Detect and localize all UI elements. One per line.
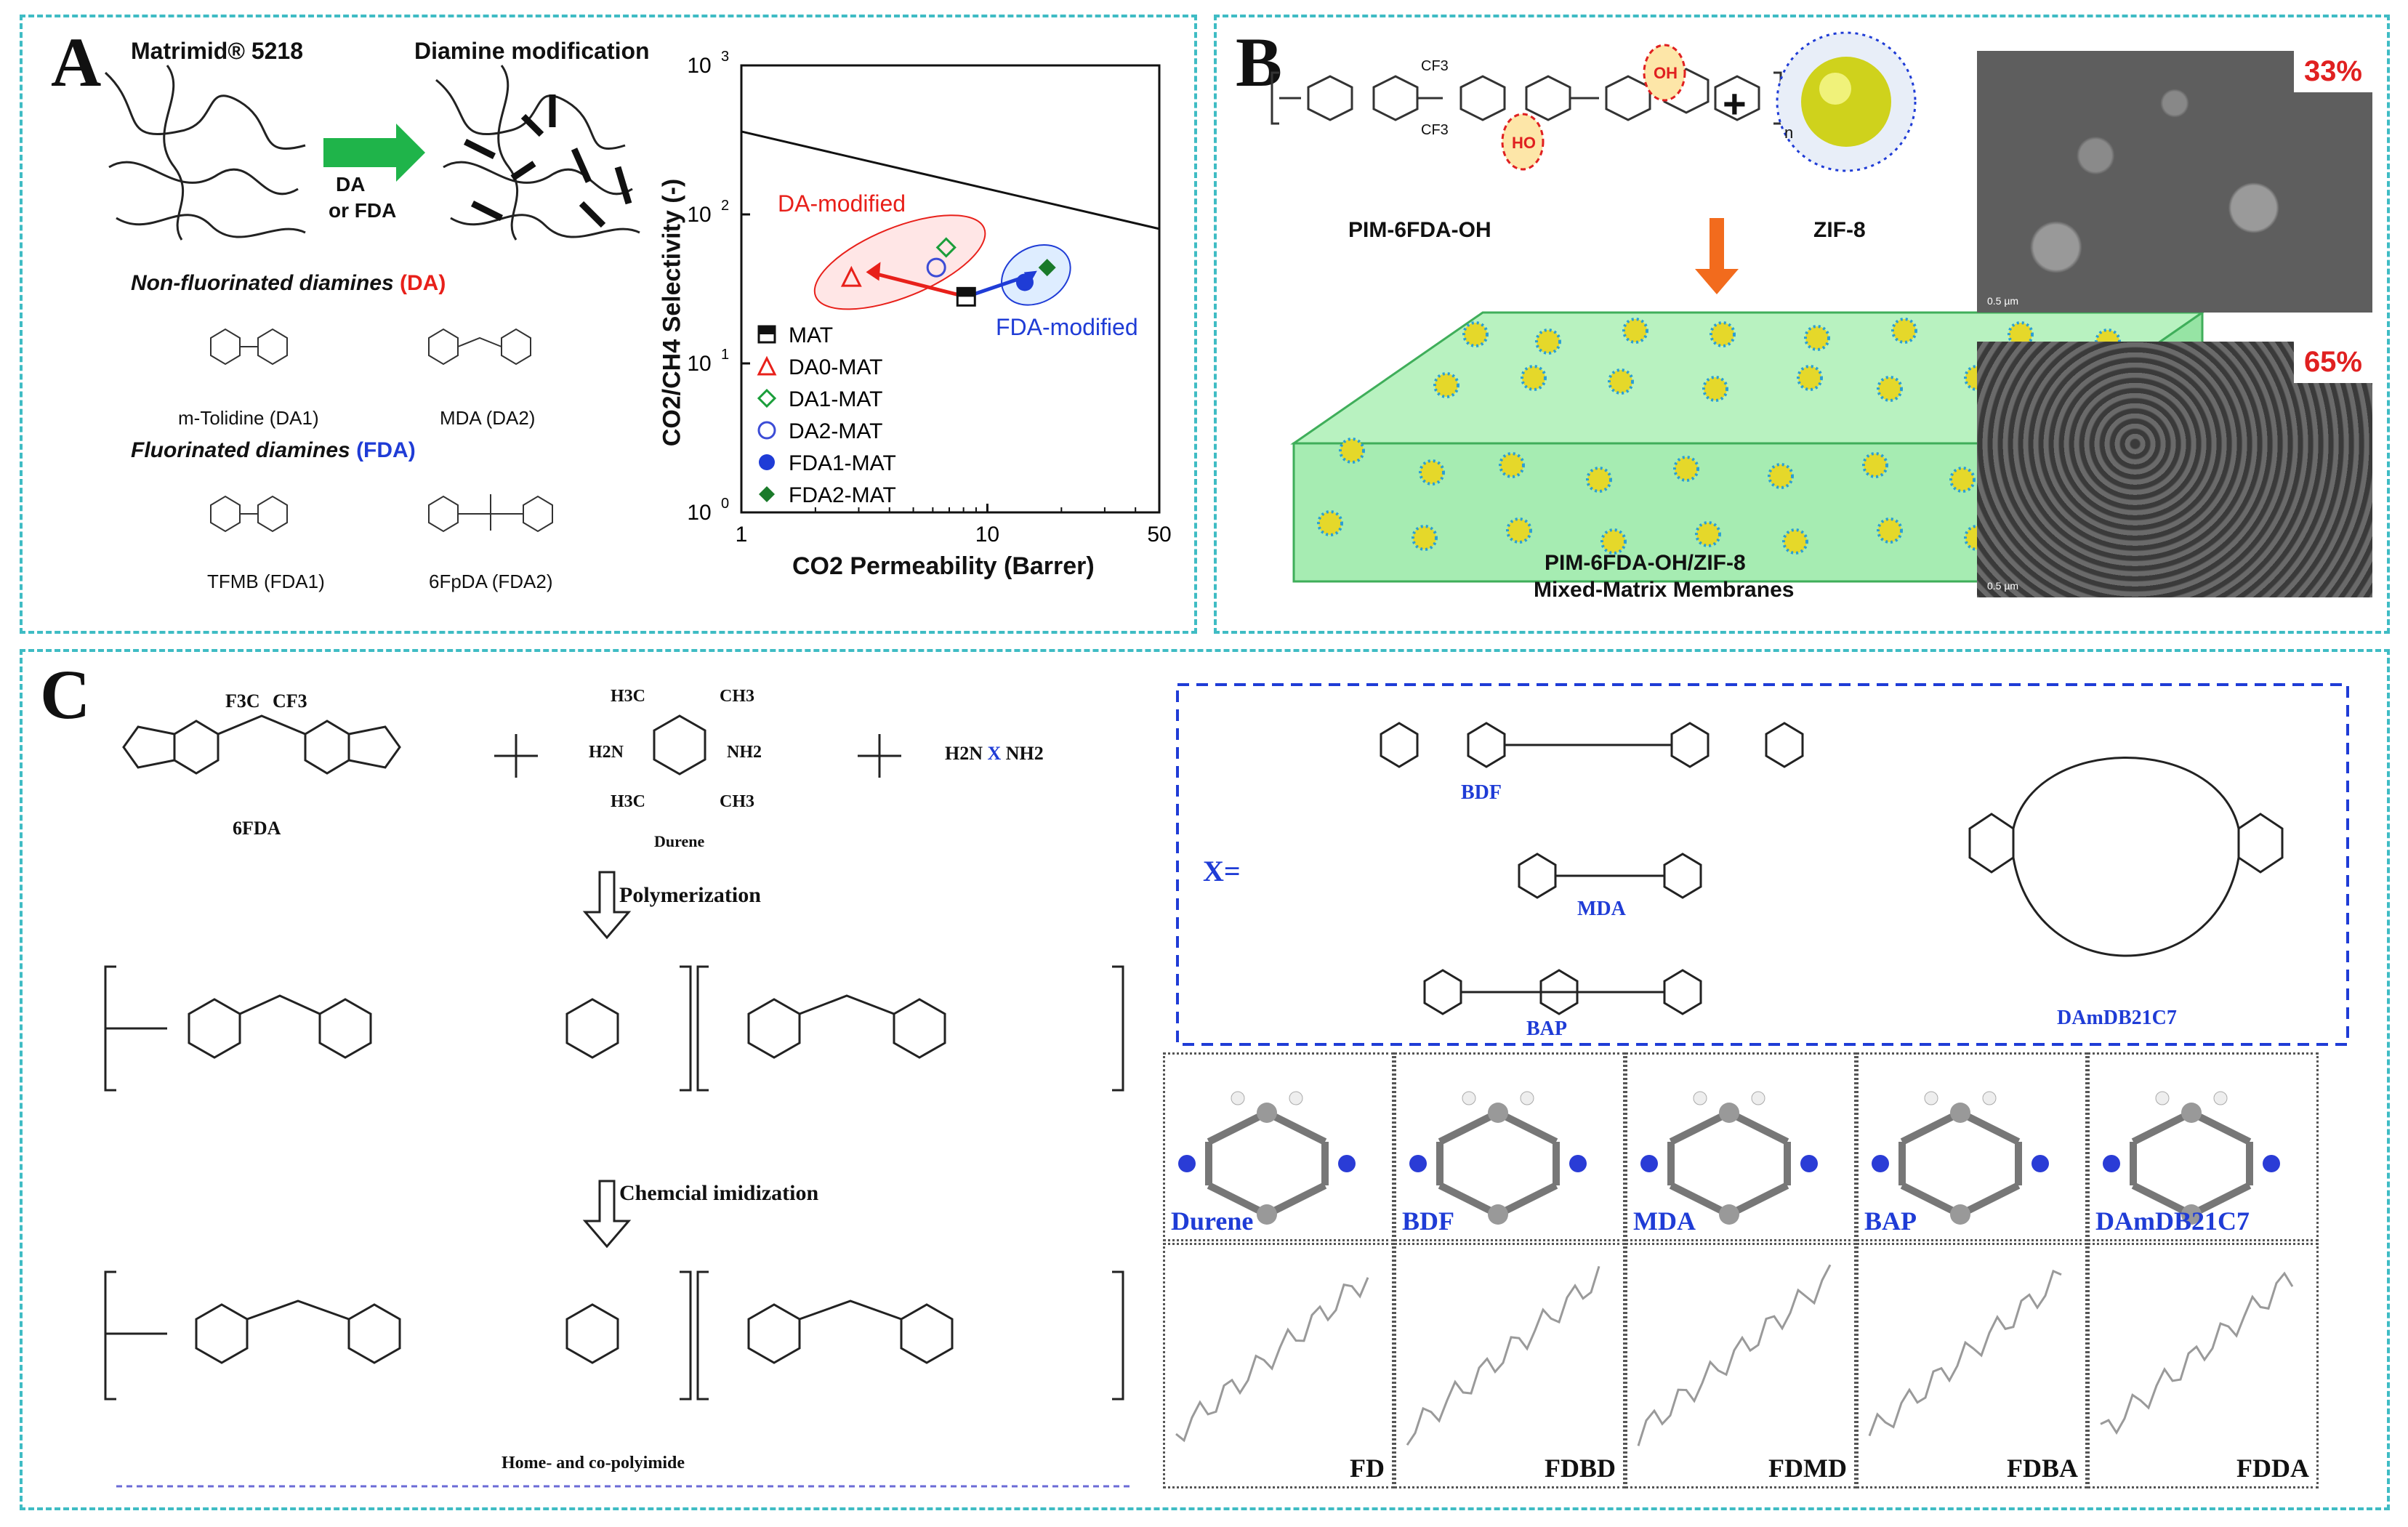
chain-trace-icon [2100,1271,2294,1435]
cf3-top: CF3 [1421,58,1449,74]
sem-image-65: 65% 0.5 µm [1977,342,2372,597]
chain-trace-icon [1175,1277,1369,1443]
model-label: BDF [1402,1206,1454,1236]
panel-c [20,649,2390,1510]
durene-h3c-1: H3C [611,687,645,706]
ball-stick-model-icon [1178,1091,1356,1225]
fluor-heading-text: Fluorinated diamines [131,438,350,462]
arrow-label-fda: or FDA [329,199,397,222]
durene-h2n: H2N [589,743,624,762]
chain-label: FDBA [2007,1454,2078,1483]
sem-scale-65: 0.5 µm [1987,580,2019,592]
mmm-line2: Mixed-Matrix Membranes [1534,578,1795,602]
durene-h3c-2: H3C [611,792,645,811]
panel-a [20,15,1197,634]
mmm-line1: PIM-6FDA-OH/ZIF-8 [1545,551,1746,575]
fluor-heading: Fluorinated diamines (FDA) [131,438,416,463]
nonfluor-heading: Non-fluorinated diamines (DA) [131,271,446,296]
product-label: Home- and co-polyimide [502,1454,685,1472]
fda2-name: 6FpDA (FDA2) [429,571,553,592]
arrow-label-da: DA [336,173,366,196]
x-equals: X= [1203,855,1241,887]
fda1-name: TFMB (FDA1) [207,571,325,592]
ball-stick-model-icon [1640,1091,1818,1225]
ball-stick-model-icon [1872,1091,2049,1225]
da1-name: m-Tolidine (DA1) [178,407,319,429]
model-label: BAP [1864,1206,1917,1236]
sem-scale-33: 0.5 µm [1987,295,2019,307]
damdb-label: DAmDB21C7 [2057,1007,2177,1029]
repeat-n: n [1784,124,1794,142]
bdf-label: BDF [1461,781,1502,804]
chart-ylabel: CO2/CH4 Selectivity (-) [658,178,686,447]
da-modified-label: DA-modified [778,190,906,217]
nonfluor-heading-text: Non-fluorinated diamines [131,271,394,295]
sixfda-label: 6FDA [233,818,281,839]
model-mda: MDA [1625,1052,1856,1241]
chain-fdbd: FDBD [1394,1243,1625,1488]
x-symbol: X [987,743,1002,764]
ho-label: HO [1512,134,1536,152]
x-diamine: H2N X NH2 [945,743,1044,765]
sem-loading-33: 33% [2293,51,2372,92]
diamine-modification-label: Diamine modification [414,38,650,64]
f3c-1: F3C [225,690,260,712]
durene-ch3-1: CH3 [720,687,754,706]
model-label: MDA [1633,1206,1696,1236]
chain-fd: FD [1163,1243,1394,1488]
model-durene: Durene [1163,1052,1394,1241]
fda-modified-label: FDA-modified [996,314,1138,340]
polymerization-label: Polymerization [619,883,761,907]
x-h2n: H2N [945,743,983,764]
chain-label: FDMD [1768,1454,1847,1483]
ball-stick-model-icon [2103,1091,2280,1225]
chain-label: FD [1350,1454,1385,1483]
chain-fdda: FDDA [2087,1243,2319,1488]
pim-label: PIM-6FDA-OH [1348,218,1491,242]
durene-ch3-2: CH3 [720,792,754,811]
chain-trace-icon [1868,1269,2062,1437]
zif8-label: ZIF-8 [1813,218,1866,242]
nonfluor-tag: (DA) [400,271,446,295]
chain-label: FDBD [1545,1454,1616,1483]
chain-fdba: FDBA [1856,1243,2087,1488]
panel-c-label: C [40,656,91,733]
matrimid-label: Matrimid® 5218 [131,38,303,64]
imidization-label: Chemcial imidization [619,1181,819,1205]
model-damdb21c7: DAmDB21C7 [2087,1052,2319,1241]
panel-a-label: A [51,23,102,101]
model-label: DAmDB21C7 [2095,1206,2250,1236]
panel-b-label: B [1236,23,1283,101]
model-bdf: BDF [1394,1052,1625,1241]
fluor-tag: (FDA) [356,438,416,462]
chain-trace-icon [1406,1265,1600,1446]
panel-b [1214,15,2390,634]
cf3-bottom: CF3 [1421,122,1449,138]
durene-nh2: NH2 [727,743,762,762]
sem-loading-65: 65% [2293,342,2372,383]
x-nh2: NH2 [1005,743,1044,764]
sem-image-33: 33% 0.5 µm [1977,51,2372,313]
cf3-1: CF3 [273,690,307,712]
model-bap: BAP [1856,1052,2087,1241]
ball-stick-model-icon [1409,1091,1587,1225]
chain-label: FDDA [2236,1454,2309,1483]
bap-label: BAP [1526,1018,1567,1040]
chain-trace-icon [1637,1264,1832,1446]
durene-label: Durene [654,832,705,850]
chain-fdmd: FDMD [1625,1243,1856,1488]
mda-label: MDA [1577,898,1626,920]
plus-sign: + [1723,81,1747,126]
oh-label: OH [1654,64,1678,82]
chart-xlabel: CO2 Permeability (Barrer) [792,552,1095,580]
model-label: Durene [1171,1206,1254,1236]
da2-name: MDA (DA2) [440,407,536,429]
